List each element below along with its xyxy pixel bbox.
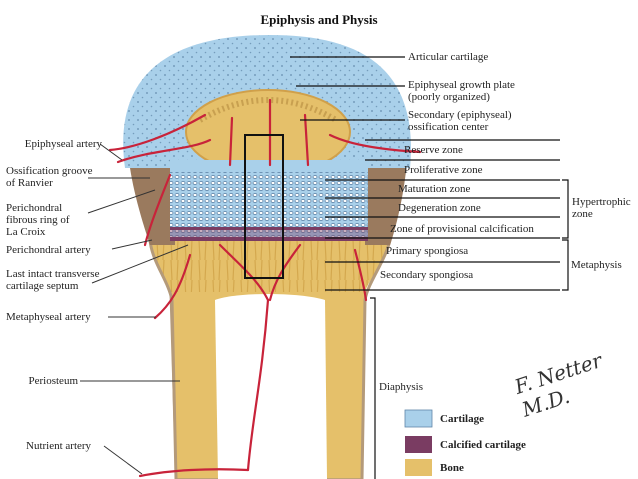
- label-secondary-center-1: Secondary (epiphyseal): [408, 109, 512, 121]
- label-epiphyseal-artery: Epiphyseal artery: [24, 138, 102, 150]
- label-metaphysis: Metaphysis: [571, 259, 622, 271]
- label-diaphysis: Diaphysis: [379, 381, 423, 393]
- label-growth-plate-1: Epiphyseal growth plate: [408, 79, 515, 91]
- label-ossification-groove-1: Ossification groove: [6, 165, 93, 177]
- label-degeneration-zone: Degeneration zone: [398, 202, 481, 214]
- legend-swatch-cartilage: [404, 409, 433, 428]
- legend-swatch-calcified: [405, 436, 432, 453]
- label-septum-1: Last intact transverse: [6, 268, 100, 280]
- label-reserve-zone: Reserve zone: [404, 144, 463, 156]
- label-metaphyseal-artery: Metaphyseal artery: [6, 311, 91, 323]
- label-hypertrophic-1: Hypertrophic: [572, 196, 631, 208]
- label-growth-plate-2: (poorly organized): [408, 91, 490, 103]
- label-secondary-spongiosa: Secondary spongiosa: [380, 269, 474, 281]
- label-ossification-groove-2: of Ranvier: [6, 177, 53, 189]
- label-nutrient-artery: Nutrient artery: [26, 440, 92, 452]
- label-secondary-center-2: ossification center: [408, 121, 489, 133]
- legend-label-cartilage: Cartilage: [440, 413, 484, 425]
- legend-label-bone: Bone: [440, 462, 464, 474]
- label-articular-cartilage: Articular cartilage: [408, 51, 489, 63]
- vessels: [108, 98, 422, 478]
- highlight-box: [244, 134, 284, 279]
- label-maturation-zone: Maturation zone: [398, 183, 471, 195]
- label-septum-2: cartilage septum: [6, 280, 79, 292]
- label-calcification-zone: Zone of provisional calcification: [390, 223, 534, 235]
- leader-lines-left: [80, 143, 189, 475]
- label-perichondral-ring-3: La Croix: [6, 226, 46, 238]
- legend-swatch-bone: [405, 459, 432, 476]
- label-hypertrophic-2: zone: [572, 208, 593, 220]
- page-title: Epiphysis and Physis: [260, 12, 378, 27]
- label-perichondral-ring-1: Perichondral: [6, 202, 63, 214]
- label-proliferative-zone: Proliferative zone: [404, 164, 483, 176]
- label-perichondral-artery: Perichondral artery: [6, 244, 91, 256]
- label-periosteum: Periosteum: [28, 375, 79, 387]
- label-perichondral-ring-2: fibrous ring of: [6, 214, 70, 226]
- legend-label-calcified: Calcified cartilage: [440, 439, 526, 451]
- label-primary-spongiosa: Primary spongiosa: [386, 245, 469, 257]
- proliferative-zone: [170, 172, 368, 227]
- perichondral-ring-left: [128, 150, 175, 245]
- marrow-cavity: [215, 294, 327, 479]
- leader-lines-right: [290, 56, 569, 479]
- reserve-zone: [170, 160, 368, 172]
- metaphysis-region: [150, 240, 390, 292]
